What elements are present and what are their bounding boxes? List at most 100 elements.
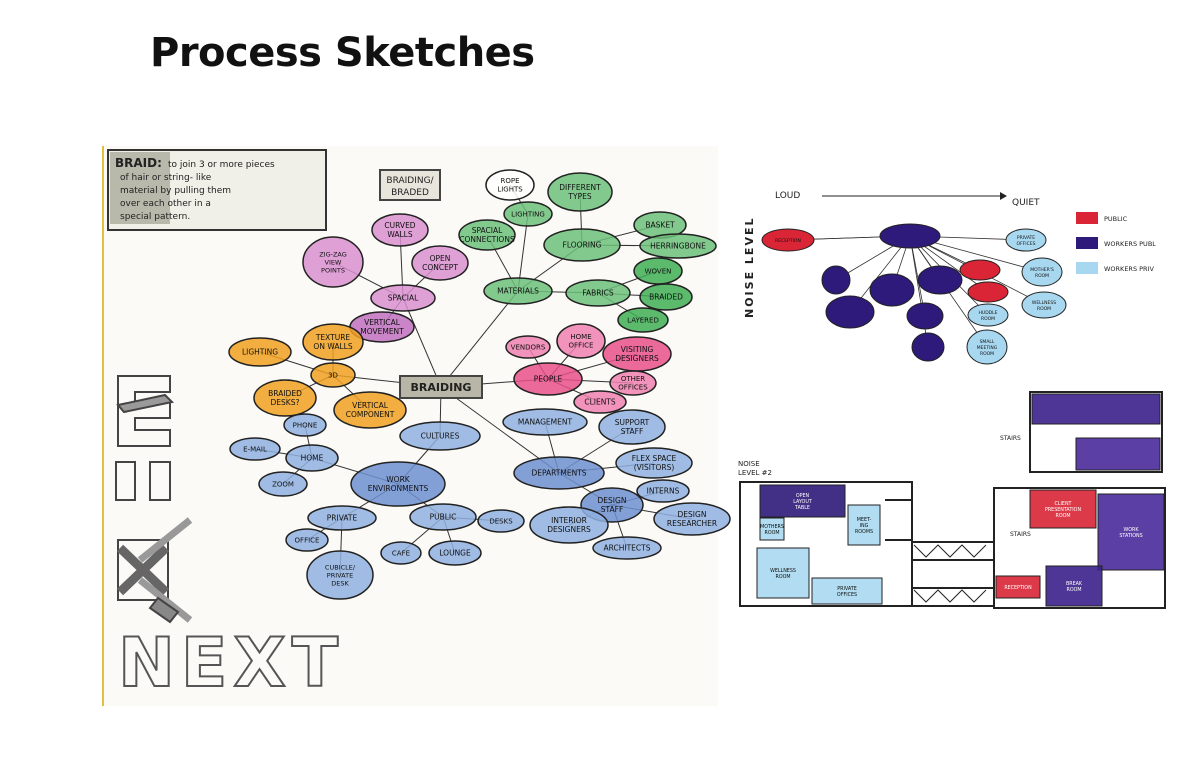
noise-blob	[911, 332, 945, 362]
node-label: VENDORS	[511, 343, 546, 351]
node-bubble	[371, 213, 429, 247]
node-label: WORK	[386, 475, 411, 484]
noise-blob-label: ROOM	[1035, 273, 1049, 279]
node-bubble	[592, 536, 662, 560]
floor-plan-room	[1031, 393, 1161, 425]
node-label: DESIGNERS	[547, 525, 591, 534]
node-label: DIFFERENT	[559, 183, 601, 192]
node-label: VERTICAL	[352, 401, 389, 410]
node-bubble	[513, 362, 583, 396]
node-label: DESKS	[489, 517, 513, 525]
mindmap-header-line2: BRADED	[391, 188, 429, 198]
floor-plan-caption-2: LEVEL #2	[738, 469, 772, 477]
node-bubble	[380, 541, 422, 565]
node-fabrics: FABRICS	[565, 279, 631, 307]
node-private: PRIVATE	[307, 505, 377, 531]
node-architects: ARCHITECTS	[592, 536, 662, 560]
noise-blob-label: RECEPTION	[775, 238, 801, 244]
noise-blob	[761, 228, 815, 252]
node-label: E-MAIL	[243, 445, 267, 453]
definition-line: material by pulling them	[120, 186, 231, 196]
node-label: PUBLIC	[430, 513, 457, 522]
node-label: OFFICE	[569, 342, 594, 350]
node-bubble	[609, 370, 657, 396]
room-label: LAYOUT	[793, 499, 812, 505]
floor-plan-room	[847, 504, 881, 546]
noise-blob	[1021, 291, 1067, 319]
node-label: ZOOM	[272, 480, 294, 488]
node-label: DESKS?	[271, 398, 300, 407]
node-bubble	[258, 471, 308, 497]
node-label: CAFE	[392, 549, 410, 557]
room-label: WELLNESS	[770, 568, 796, 574]
noise-blob	[906, 302, 944, 330]
floor-plan-room	[995, 575, 1041, 599]
node-flooring: FLOORING	[543, 228, 621, 262]
node-label: INTERIOR	[551, 516, 587, 525]
node-email: E-MAIL	[229, 437, 281, 461]
node-bubble	[636, 479, 690, 503]
node-label: LIGHTING	[242, 348, 278, 357]
node-label: BRAIDED	[268, 389, 302, 398]
node-zoom: ZOOM	[258, 471, 308, 497]
node-bubble	[573, 390, 627, 414]
node-departments: DEPARTMENTS	[513, 456, 605, 490]
noise-blob	[967, 281, 1009, 303]
definition-line: to join 3 or more pieces	[168, 160, 275, 170]
node-bubble	[529, 506, 609, 544]
node-label: SPACIAL	[388, 294, 419, 303]
node-label: PHONE	[293, 421, 318, 429]
node-management: MANAGEMENT	[502, 408, 588, 436]
node-home: HOME	[285, 444, 339, 472]
next-logo-text: NEXT	[118, 624, 344, 703]
room-label: PRESENTATION	[1045, 507, 1082, 513]
node-label: HOME	[301, 454, 324, 463]
node-office: OFFICE	[285, 528, 329, 552]
node-label: TYPES	[567, 192, 591, 201]
node-bubble	[458, 219, 516, 251]
quiet-label: QUIET	[1012, 198, 1040, 208]
node-label: VISITING	[621, 345, 654, 354]
node-label: DEPARTMENTS	[531, 469, 586, 478]
node-label: CURVED	[384, 221, 415, 230]
node-label: ON WALLS	[313, 342, 352, 351]
node-label: COMPONENT	[346, 410, 395, 419]
node-label: OFFICES	[618, 384, 648, 392]
node-bubble	[485, 169, 535, 201]
room-label: ING	[860, 523, 869, 529]
node-public: PUBLIC	[409, 503, 477, 531]
node-bubble	[543, 228, 621, 262]
noise-blob-label: OFFICES	[1017, 241, 1036, 247]
floor-plan-room	[759, 517, 785, 541]
mindmap-center: BRAIDING	[399, 375, 483, 399]
noise-blob-label: ROOM	[981, 316, 995, 322]
mindmap-center-label: BRAIDING	[411, 381, 472, 394]
node-label: DESIGN	[678, 510, 707, 519]
node-bubble	[483, 277, 553, 305]
node-clients: CLIENTS	[573, 390, 627, 414]
node-label: CLIENTS	[584, 398, 616, 407]
room-label: OPEN	[796, 493, 810, 499]
node-bubble	[333, 391, 407, 429]
node-label: ROPE	[500, 177, 519, 185]
noise-blobs: RECEPTIONPRIVATEOFFICESMOTHER'SROOMWELLN…	[761, 223, 1067, 365]
noise-axis-label: NOISE LEVEL	[743, 217, 756, 318]
node-bubble	[411, 245, 469, 281]
floor-plan-room	[1097, 493, 1165, 571]
node-label: HERRINGBONE	[650, 242, 706, 251]
mindmap-nodes: SPACIALZIG-ZAGVIEWPOINTSCURVEDWALLSOPENC…	[228, 169, 731, 600]
node-lighting_g: LIGHTING	[503, 201, 553, 227]
node-bubble	[285, 528, 329, 552]
room-label: RECEPTION	[1004, 585, 1032, 591]
node-lighting_o: LIGHTING	[228, 337, 292, 367]
noise-blob	[966, 329, 1008, 365]
node-herring: HERRINGBONE	[639, 233, 717, 259]
noise-blob-label: SMALL	[980, 339, 995, 345]
node-label: DESIGN	[598, 496, 627, 505]
room-label: ROOM	[764, 530, 779, 536]
